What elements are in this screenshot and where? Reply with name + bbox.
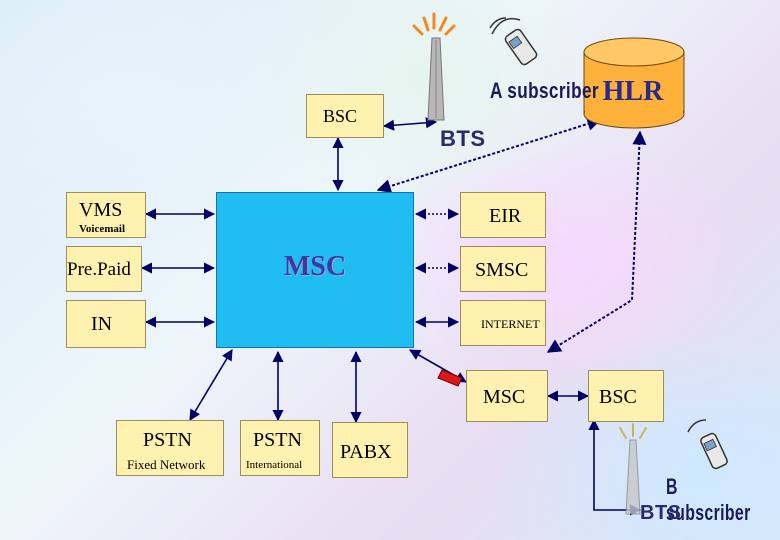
pstn-fixed-box: PSTN Fixed Network	[116, 420, 224, 476]
bsc-top-label: BSC	[323, 106, 358, 126]
bts-bottom-label: BTS	[640, 502, 682, 524]
line-bsc-bts	[382, 117, 438, 131]
hlr-label: HLR	[602, 76, 664, 107]
prepaid-label: Pre.Paid	[67, 259, 131, 280]
bts-top-label: BTS	[440, 126, 486, 151]
line-hlr-msc	[376, 117, 602, 193]
bsc-right-box: BSC	[588, 370, 664, 422]
pstn-fixed-label: PSTN	[143, 429, 192, 451]
eir-box: EIR	[460, 192, 546, 238]
pabx-label: PABX	[340, 441, 392, 463]
smsc-box: SMSC	[460, 246, 546, 292]
pabx-box: PABX	[332, 422, 408, 478]
bsc-right-label: BSC	[599, 386, 637, 408]
antenna-tower-icon	[412, 12, 456, 121]
mobile-phone-icon	[687, 419, 728, 470]
line-msc-pstn-fixed	[189, 349, 233, 421]
msc-center-label: MSC	[283, 251, 347, 282]
line-hlr-msc-right	[546, 130, 647, 353]
in-box: IN	[66, 300, 146, 348]
a-subscriber-label: A subscriber	[490, 78, 599, 103]
antenna-tower-icon	[619, 423, 647, 515]
msc-right-label: MSC	[483, 386, 526, 408]
bsc-top-box: BSC	[306, 94, 384, 138]
pstn-intl-label: PSTN	[253, 429, 302, 451]
link-arrow-icon	[437, 369, 463, 387]
vms-label: VMS	[79, 199, 123, 221]
vms-sublabel: Voicemail	[79, 223, 126, 235]
hlr-database	[583, 37, 685, 129]
vms-box: VMS Voicemail	[66, 192, 146, 238]
internet-label: INTERNET	[481, 317, 540, 331]
mobile-phone-icon	[489, 17, 538, 66]
in-label: IN	[91, 313, 113, 335]
eir-label: EIR	[489, 205, 522, 227]
pstn-intl-sublabel: International	[246, 459, 303, 471]
msc-center: MSC	[216, 192, 414, 348]
b-subscriber-label: B subscriber	[666, 474, 751, 525]
smsc-label: SMSC	[475, 259, 529, 281]
prepaid-box: Pre.Paid	[66, 246, 142, 292]
line-bscright-bts	[588, 418, 642, 516]
msc-right-box: MSC	[466, 370, 548, 422]
pstn-fixed-sublabel: Fixed Network	[127, 457, 206, 472]
internet-box: INTERNET	[460, 300, 546, 346]
pstn-intl-box: PSTN International	[240, 420, 320, 476]
